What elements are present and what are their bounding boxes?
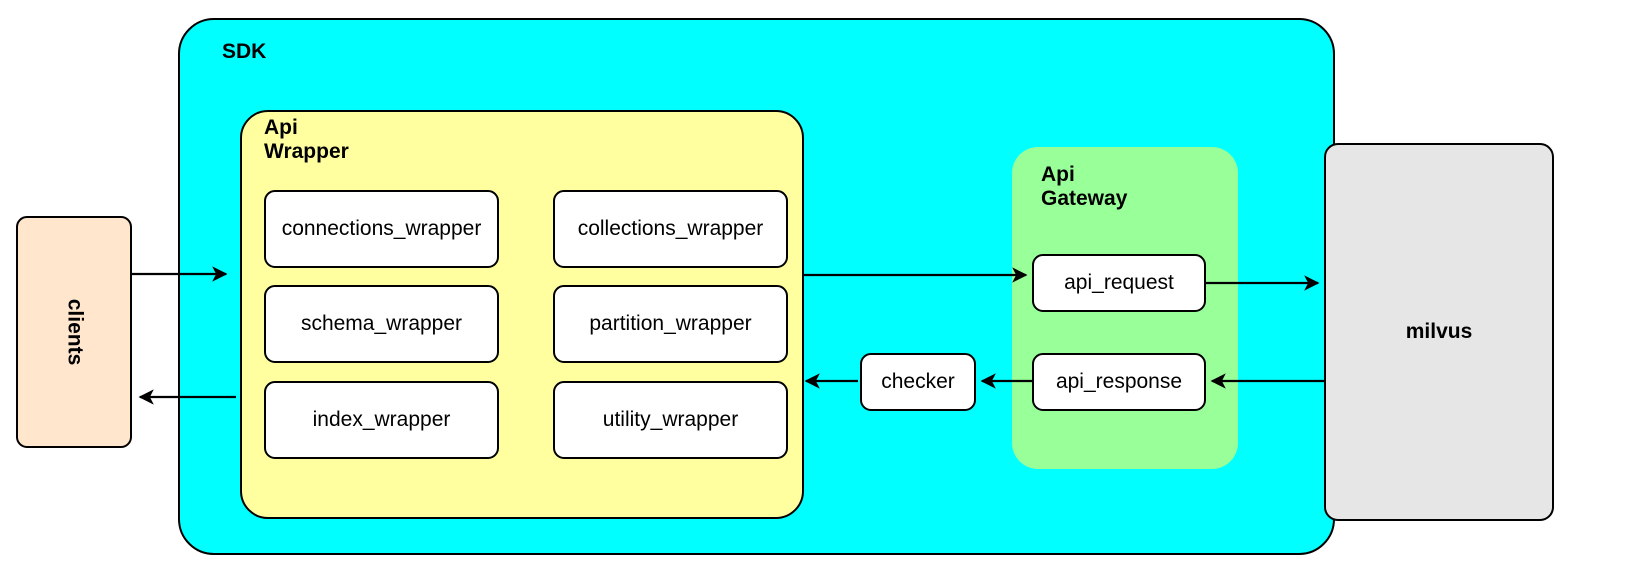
node-label: index_wrapper bbox=[312, 408, 451, 431]
node-label: utility_wrapper bbox=[602, 408, 739, 431]
node-api-request[interactable]: api_request bbox=[1032, 254, 1206, 312]
api-gateway-title: Api Gateway bbox=[1041, 163, 1128, 210]
node-checker[interactable]: checker bbox=[860, 353, 976, 411]
node-label: schema_wrapper bbox=[300, 312, 463, 335]
node-utility-wrapper[interactable]: utility_wrapper bbox=[553, 381, 788, 459]
node-label: clients bbox=[63, 298, 86, 366]
node-partition-wrapper[interactable]: partition_wrapper bbox=[553, 285, 788, 363]
node-clients[interactable]: clients bbox=[16, 216, 132, 448]
node-label: milvus bbox=[1405, 320, 1473, 343]
node-label: connections_wrapper bbox=[281, 217, 482, 240]
node-label: partition_wrapper bbox=[589, 312, 752, 335]
node-label: api_response bbox=[1055, 370, 1183, 393]
api-wrapper-title: Api Wrapper bbox=[264, 116, 349, 163]
node-label: collections_wrapper bbox=[577, 217, 764, 240]
node-index-wrapper[interactable]: index_wrapper bbox=[264, 381, 499, 459]
node-api-response[interactable]: api_response bbox=[1032, 353, 1206, 411]
sdk-title: SDK bbox=[222, 40, 267, 63]
node-collections-wrapper[interactable]: collections_wrapper bbox=[553, 190, 788, 268]
node-label: checker bbox=[881, 370, 955, 393]
node-schema-wrapper[interactable]: schema_wrapper bbox=[264, 285, 499, 363]
node-connections-wrapper[interactable]: connections_wrapper bbox=[264, 190, 499, 268]
node-milvus[interactable]: milvus bbox=[1324, 143, 1554, 521]
node-label: api_request bbox=[1064, 271, 1174, 294]
